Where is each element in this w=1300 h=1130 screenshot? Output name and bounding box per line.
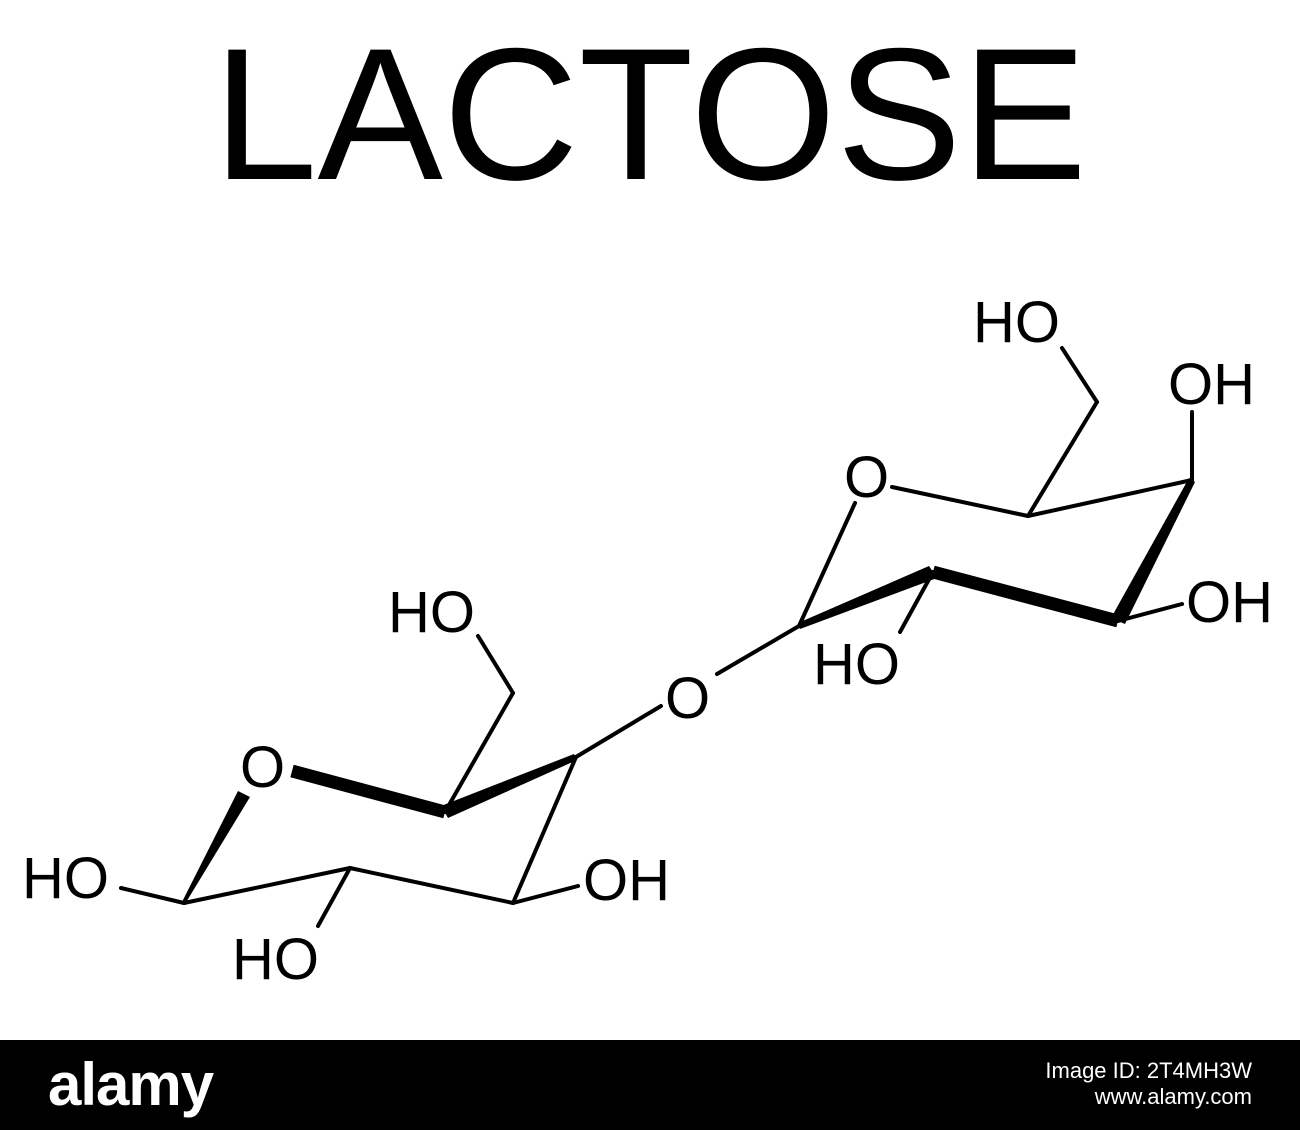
galactose-bond-o-c5 bbox=[890, 485, 1030, 518]
galactose-wedge-bond-c2-c1 bbox=[798, 566, 937, 629]
glucose-wedge-bond-c5-c4 bbox=[441, 754, 577, 818]
glycosidic-oxygen-label: O bbox=[665, 666, 710, 731]
glucose-c3-oh-label: OH bbox=[583, 848, 670, 913]
glucose-ring-oxygen-label: O bbox=[240, 735, 285, 800]
galactose-bond-c1-o bbox=[797, 501, 857, 628]
glucose-anomeric-oh-label: HO bbox=[22, 846, 109, 911]
glucose-c2-oh-label: HO bbox=[232, 927, 319, 992]
galactose-bond-c3-oh bbox=[1116, 602, 1184, 623]
glycosidic-bond-left bbox=[574, 704, 663, 759]
galactose-bond-c2-oh bbox=[898, 570, 935, 634]
glucose-wedge-bond bbox=[182, 791, 250, 904]
galactose-c4-oh-label: OH bbox=[1168, 352, 1255, 417]
glucose-bond-c3-oh bbox=[511, 884, 580, 905]
image-id-text: Image ID: 2T4MH3W bbox=[1045, 1058, 1252, 1083]
watermark-footer-bar bbox=[0, 1040, 1300, 1130]
galactose-bold-bond-c3-c2 bbox=[931, 565, 1120, 628]
site-url-text: www.alamy.com bbox=[1094, 1084, 1252, 1109]
brand-logo: alamy bbox=[48, 1051, 214, 1118]
glucose-bond-c2-c1 bbox=[182, 866, 352, 905]
glucose-ch2oh-label: HO bbox=[388, 580, 475, 645]
galactose-bond-ch2-oh bbox=[1060, 346, 1099, 404]
galactose-c2-oh-label: HO bbox=[813, 632, 900, 697]
galactose-bond-c5-ch2 bbox=[1026, 400, 1099, 518]
glucose-bond-c2-oh bbox=[316, 866, 352, 928]
galactose-ring bbox=[715, 346, 1195, 676]
galactose-c3-oh-label: OH bbox=[1186, 570, 1273, 635]
glucose-bond-c3-c2 bbox=[348, 866, 515, 905]
image-meta: Image ID: 2T4MH3W www.alamy.com bbox=[1045, 1058, 1252, 1110]
glucose-bond-c5-ch2 bbox=[443, 691, 515, 814]
galactose-ring-oxygen-label: O bbox=[844, 445, 889, 510]
galactose-wedge-bond-c4-c3 bbox=[1111, 478, 1195, 624]
galactose-ch2oh-label: HO bbox=[973, 290, 1060, 355]
glucose-ring bbox=[119, 634, 663, 928]
lactose-structure-diagram: O HO HO HO OH O O HO OH OH HO bbox=[22, 290, 1273, 992]
glucose-bond-c4-c3 bbox=[511, 755, 578, 905]
glucose-bond-ch2-oh bbox=[476, 634, 515, 695]
galactose-bond-c5-c4 bbox=[1026, 478, 1194, 518]
glucose-bond-c1-oh bbox=[119, 886, 186, 905]
glycosidic-bond-right bbox=[715, 624, 801, 676]
glucose-bold-bond-o-c5 bbox=[290, 764, 447, 819]
molecule-title: LACTOSE bbox=[212, 9, 1088, 219]
